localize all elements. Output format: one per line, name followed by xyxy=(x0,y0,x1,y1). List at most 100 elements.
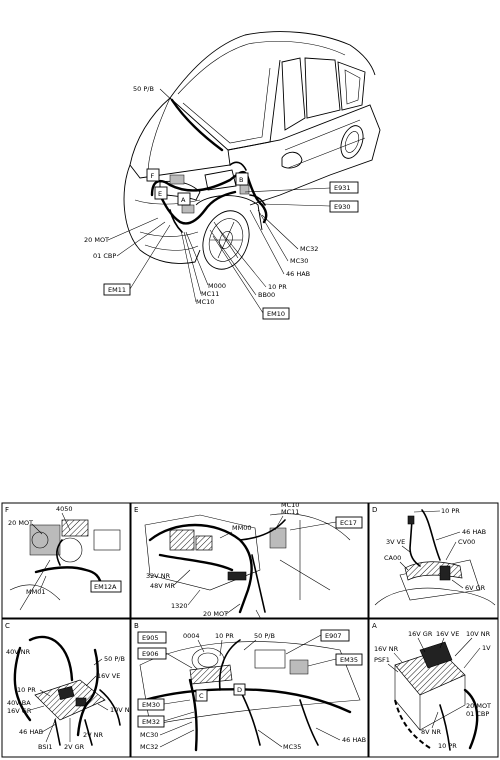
panel-d-cv00: CV00 xyxy=(458,538,475,546)
label-bb00: BB00 xyxy=(258,291,275,299)
label-50pb: 50 P/B xyxy=(133,85,154,93)
panel-c-50pb: 50 P/B xyxy=(104,655,125,663)
panel-a-1v: 1V xyxy=(482,644,491,652)
panel-b-em30: EM30 xyxy=(142,701,160,709)
callout-a: A xyxy=(181,196,186,204)
panel-e-20mot: 20 MOT xyxy=(203,610,228,618)
panel-a-20mot: 20 MOT xyxy=(466,702,491,710)
label-em10: EM10 xyxy=(267,310,285,318)
panel-c: C 40V NR 50 P/B 16V VE 10 PR 10V NR 40V … xyxy=(1,618,135,758)
callout-box-f xyxy=(146,168,160,182)
label-20mot: 20 MOT xyxy=(84,236,109,244)
panel-c-40vnr: 40V NR xyxy=(6,648,31,656)
panel-e-mc11: MC11 xyxy=(281,508,299,516)
panel-b-em35: EM35 xyxy=(340,656,358,664)
box-em30 xyxy=(137,698,165,711)
panel-c-16vgr: 16V GR xyxy=(7,707,32,715)
label-10pr: 10 PR xyxy=(268,283,287,291)
panel-a-tag: A xyxy=(372,622,377,630)
panel-b-mc35: MC35 xyxy=(283,743,301,751)
panel-d-tag: D xyxy=(372,506,377,514)
panel-b-e905: E905 xyxy=(142,634,159,642)
label-46hab: 46 HAB xyxy=(286,270,310,278)
panel-c-16vve: 16V VE xyxy=(97,672,120,680)
panel-f-mm01: MM01 xyxy=(26,588,46,596)
callout-b: B xyxy=(239,176,243,184)
box-e930 xyxy=(329,200,359,213)
main-callouts: 50 P/B F B E A E931 E930 20 MOT 01 CBP E… xyxy=(84,85,359,320)
panel-a-psf1: PSF1 xyxy=(374,656,390,664)
panel-d-6vgr: 6V GR xyxy=(465,584,486,592)
panel-c-40vba: 40V BA xyxy=(7,699,31,707)
panel-b-mc32: MC32 xyxy=(140,743,158,751)
panel-c-bsi1: BSI1 xyxy=(38,743,53,751)
panel-b: B 0004 10 PR 50 P/B E905 E906 E907 EM35 … xyxy=(130,618,369,758)
panel-b-0004: 0004 xyxy=(183,632,200,640)
callout-box-b xyxy=(235,172,249,186)
panel-a-16vve: 16V VE xyxy=(436,630,459,638)
callout-e: E xyxy=(158,190,162,198)
panel-a-16vnr: 16V NR xyxy=(374,645,399,653)
panel-c-10pr: 10 PR xyxy=(17,686,36,694)
panel-f-em12a: EM12A xyxy=(94,583,117,591)
label-e930: E930 xyxy=(334,203,351,211)
panel-a: A 16V GR 16V VE 10V NR 16V NR PSF1 1V 20… xyxy=(368,618,499,758)
panel-c-2vgr: 2V GR xyxy=(64,743,85,751)
panel-e-1320: 1320 xyxy=(171,602,188,610)
panel-f-4050: 4050 xyxy=(56,505,73,513)
panel-b-50pb: 50 P/B xyxy=(254,632,275,640)
box-e907 xyxy=(320,629,350,642)
panel-e-32vnr: 32V NR xyxy=(146,572,171,580)
callout-box-a xyxy=(177,192,191,206)
panel-a-01cbp: 01 CBP xyxy=(466,710,489,718)
panel-b-46hab: 46 HAB xyxy=(342,736,366,744)
panel-b-e907: E907 xyxy=(325,632,342,640)
label-mc32: MC32 xyxy=(300,245,318,253)
panel-e: E MC10 MC11 MM00 EC17 32V NR 48V MR 1320… xyxy=(130,501,369,625)
panel-c-tag: C xyxy=(5,622,10,630)
box-e931 xyxy=(329,181,359,194)
panel-a-16vgr: 16V GR xyxy=(408,630,433,638)
box-e906 xyxy=(137,647,167,660)
panel-b-e906: E906 xyxy=(142,650,159,658)
panel-b-d: D xyxy=(237,686,242,694)
panel-f-tag: F xyxy=(5,506,9,514)
label-m000: M000 xyxy=(208,282,226,290)
panel-a-10vnr: 10V NR xyxy=(466,630,491,638)
panel-c-46hab: 46 HAB xyxy=(19,728,43,736)
box-em10 xyxy=(262,307,290,320)
label-mc11: MC11 xyxy=(201,290,219,298)
panel-e-ec17: EC17 xyxy=(340,519,357,527)
panel-b-mc30: MC30 xyxy=(140,731,158,739)
panel-e-48vmr: 48V MR xyxy=(150,582,175,590)
box-em32 xyxy=(137,715,165,728)
box-em11 xyxy=(103,283,131,296)
panel-d-ca00: CA00 xyxy=(384,554,401,562)
panel-d-3vve: 3V VE xyxy=(386,538,405,546)
callout-f: F xyxy=(151,172,155,180)
label-01cbp: 01 CBP xyxy=(93,252,116,260)
panel-e-tag: E xyxy=(134,506,138,514)
box-e905 xyxy=(137,631,167,644)
panel-f-20mot: 20 MOT xyxy=(8,519,33,527)
panel-c-10vnr: 10V NR xyxy=(110,706,135,714)
panel-f: F 4050 20 MOT MM01 EM12A xyxy=(1,502,131,619)
label-mc10: MC10 xyxy=(196,298,214,306)
box-em12a xyxy=(90,580,122,593)
panel-b-em32: EM32 xyxy=(142,718,160,726)
panel-d: D 10 PR 3V VE 46 HAB CV00 CA00 6V GR xyxy=(368,502,499,619)
panel-b-c: C xyxy=(199,692,204,700)
car-overview xyxy=(123,31,381,270)
label-e931: E931 xyxy=(334,184,351,192)
panel-a-8vnr: 8V NR xyxy=(421,728,442,736)
box-ec17 xyxy=(335,516,363,529)
panel-e-mm00: MM00 xyxy=(232,524,252,532)
panel-a-10pr: 10 PR xyxy=(438,742,457,750)
panel-e-mc10: MC10 xyxy=(281,501,299,509)
label-em11: EM11 xyxy=(108,286,126,294)
panel-b-10pr: 10 PR xyxy=(215,632,234,640)
inner-box-d xyxy=(233,683,246,696)
panel-d-10pr: 10 PR xyxy=(441,507,460,515)
inner-box-c xyxy=(195,689,208,702)
